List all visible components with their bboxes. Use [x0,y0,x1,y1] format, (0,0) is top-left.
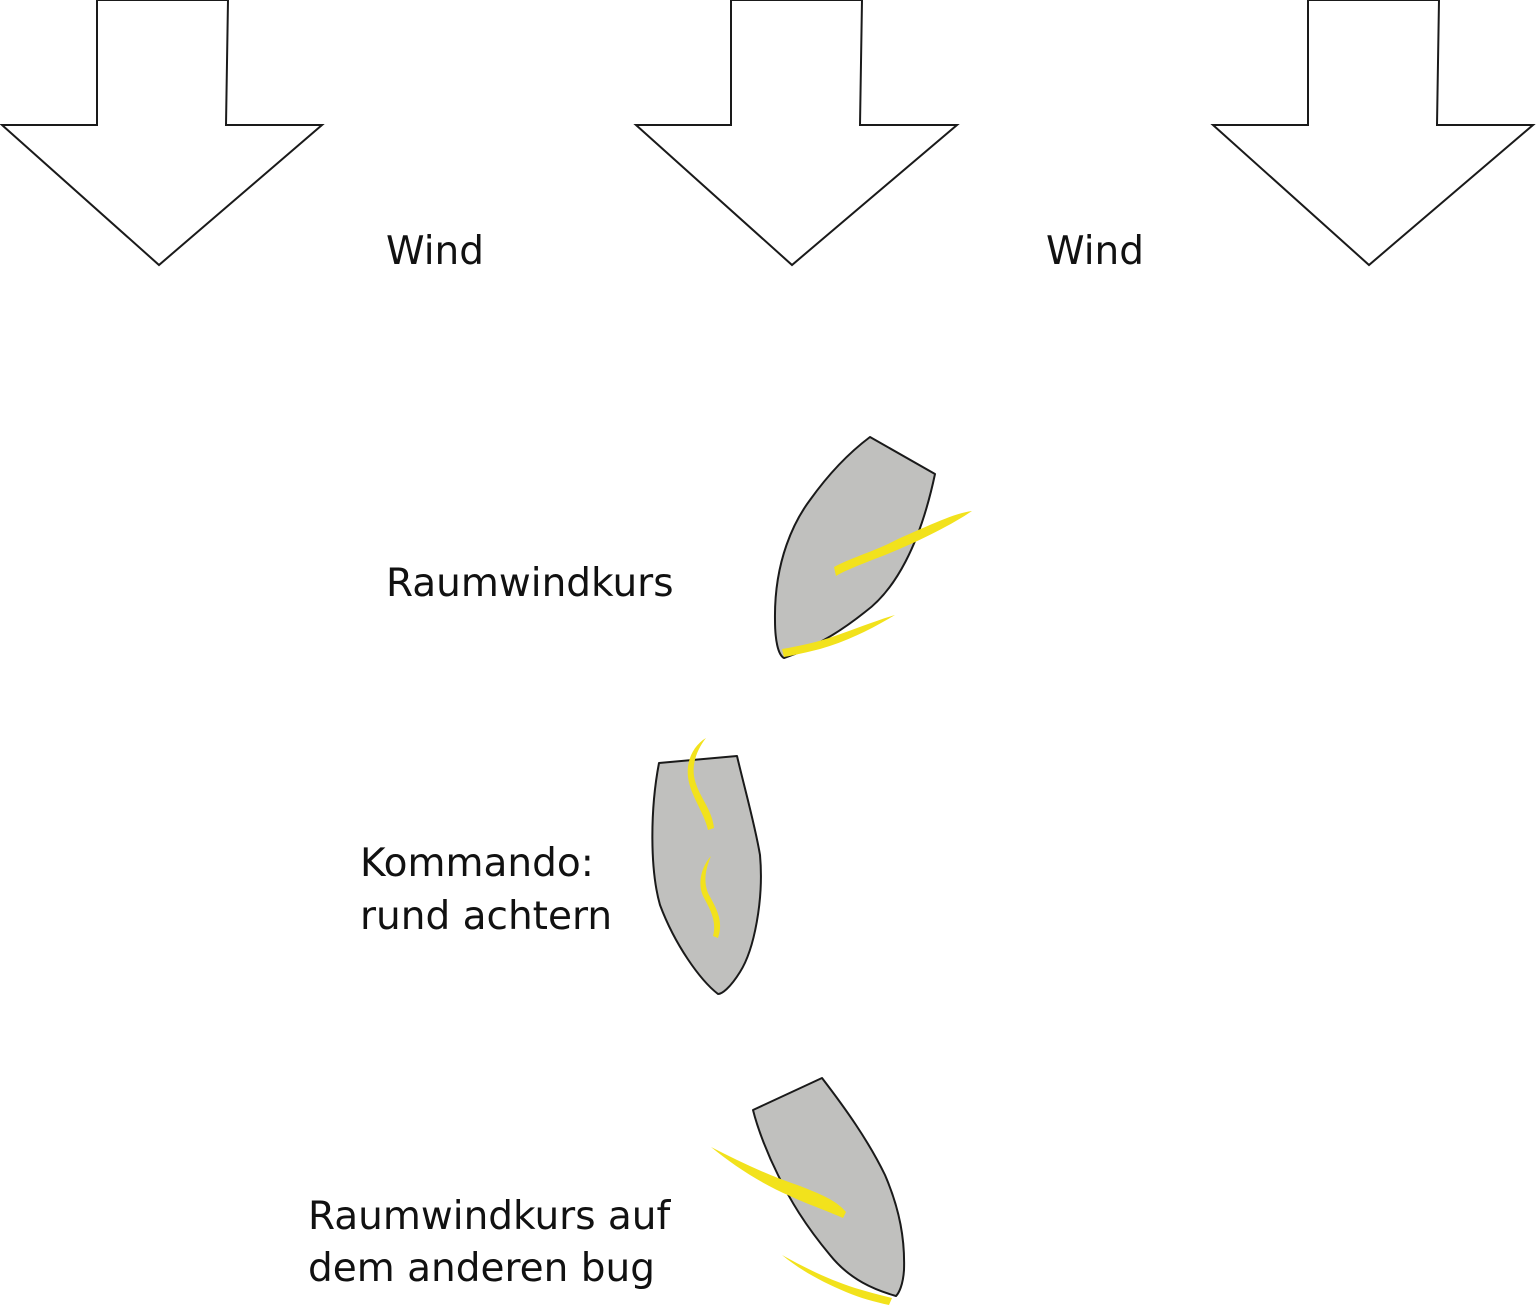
wind-arrow-right [1210,0,1536,267]
boat-hull-3 [752,1077,906,1297]
boat-sail-2-upper [687,738,714,830]
wind-label-left: Wind [386,229,484,274]
boat-sail-3-upper [711,1147,846,1218]
boat-raumwindkurs [773,436,972,659]
boat-sail-2-lower [700,856,721,938]
boat-sail-1-upper [834,511,972,576]
boat-other-tack [711,1077,906,1305]
wind-arrow-center [633,0,960,267]
boat-sail-1-lower [782,615,895,657]
boat-rund-achtern [651,738,762,995]
boat-hull-2 [651,755,762,995]
other-tack-label-line2: dem anderen bug [308,1246,655,1291]
kommando-label-line1: Kommando: [360,841,594,886]
wind-label-right: Wind [1046,229,1144,274]
kommando-label-line2: rund achtern [360,894,612,939]
wind-arrow-left [0,0,325,267]
other-tack-label-line1: Raumwindkurs auf [308,1194,672,1239]
boat-hull-1 [773,436,936,659]
raumwindkurs-label: Raumwindkurs [386,561,674,606]
boat-sail-3-lower [782,1255,892,1305]
wind-arrows [0,0,1536,267]
